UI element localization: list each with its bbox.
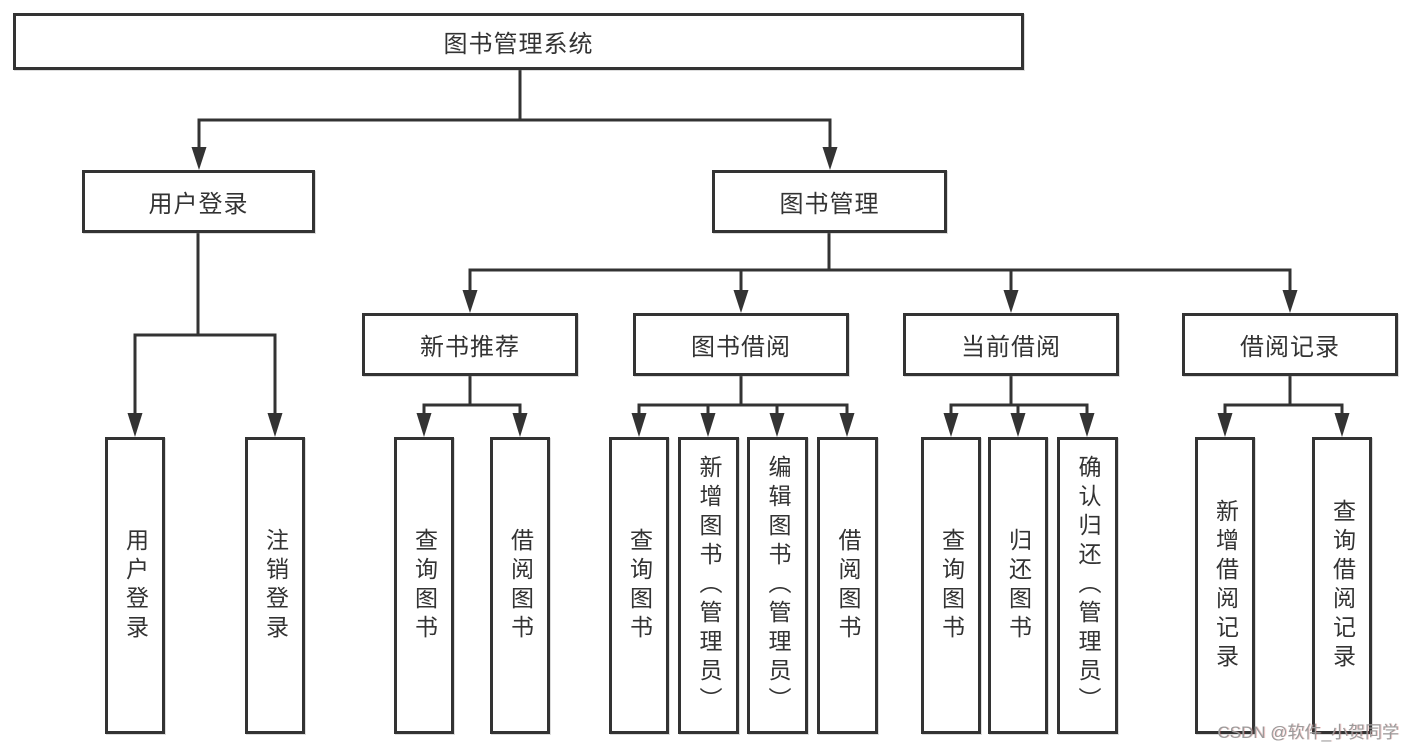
arrowhead [733,290,749,313]
node-label: 注销登录 [262,527,289,644]
arrowhead [1334,413,1350,437]
node-label: 查询图书 [938,527,965,644]
leaf-add-borrow-record: 新增借阅记录 [1195,437,1255,734]
node-user-login: 用户登录 [82,170,315,233]
node-label: 借阅图书 [507,527,534,644]
arrowhead [191,147,207,170]
leaf-add-books-admin: 新增图书（管理员） [678,437,739,734]
connector-new-bar [422,403,522,414]
leaf-query-books: 查询图书 [609,437,669,734]
leaf-return-books: 归还图书 [988,437,1048,734]
node-label: 编辑图书（管理员） [765,455,791,716]
node-borrowing-records: 借阅记录 [1182,313,1398,376]
node-label: 查询借阅记录 [1329,498,1356,673]
leaf-borrow-books: 借阅图书 [490,437,550,734]
connector-records-bar [1223,403,1344,414]
arrowhead [416,413,432,437]
connector-borrow-bar [637,403,849,414]
arrowhead [631,413,647,437]
arrowhead [267,413,283,437]
node-label: 用户登录 [148,191,249,218]
node-label: 图书管理系统 [443,31,594,58]
node-label: 用户登录 [122,527,149,644]
arrowhead [700,413,716,437]
node-label: 借阅记录 [1240,334,1340,361]
node-book-borrowing: 图书借阅 [633,313,849,376]
leaf-query-books: 查询图书 [394,437,454,734]
arrowhead [769,413,785,437]
node-library-management-system: 图书管理系统 [13,13,1024,70]
node-label: 查询图书 [411,527,438,644]
leaf-user-login: 用户登录 [105,437,165,734]
leaf-query-books: 查询图书 [921,437,981,734]
connector-mgmt-bar [468,268,1292,291]
arrowhead [1010,413,1026,437]
arrowhead [462,290,478,313]
arrowhead [822,147,838,170]
node-label: 借阅图书 [835,527,861,644]
arrowhead [1282,290,1298,313]
leaf-confirm-return-admin: 确认归还（管理员） [1057,437,1118,734]
node-label: 图书借阅 [691,334,791,361]
node-new-book-recommend: 新书推荐 [362,313,578,376]
node-label: 新书推荐 [420,334,520,361]
node-label: 归还图书 [1005,527,1032,644]
leaf-query-borrow-record: 查询借阅记录 [1312,437,1372,734]
node-label: 查询图书 [626,527,653,644]
csdn-watermark: CSDN @软件_小贺同学 [1217,723,1399,742]
arrowhead [1003,290,1019,313]
node-label: 新增图书（管理员） [696,455,722,716]
node-label: 确认归还（管理员） [1075,455,1101,716]
arrowhead [1217,413,1233,437]
leaf-edit-books-admin: 编辑图书（管理员） [747,437,808,734]
leaf-borrow-books: 借阅图书 [817,437,878,734]
node-label: 新增借阅记录 [1212,498,1239,673]
arrowhead [512,413,528,437]
node-book-management: 图书管理 [712,170,947,233]
connector-current-bar [949,403,1089,414]
node-label: 图书管理 [779,191,880,218]
node-label: 当前借阅 [961,334,1061,361]
arrowhead [839,413,855,437]
connector-root-bar [197,118,832,148]
node-current-borrowing: 当前借阅 [903,313,1119,376]
arrowhead [1079,413,1095,437]
connector-login-bar [133,333,277,414]
arrowhead [127,413,143,437]
arrowhead [943,413,959,437]
leaf-logout: 注销登录 [245,437,305,734]
